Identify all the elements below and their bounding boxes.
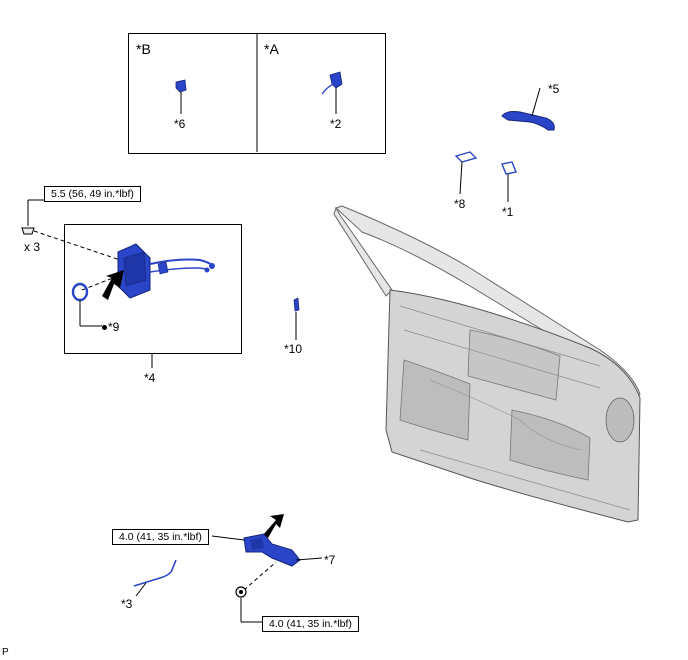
corner-code: P xyxy=(2,647,9,658)
torque-spec-top: 5.5 (56, 49 in.*lbf) xyxy=(44,186,141,202)
part-1 xyxy=(501,161,517,202)
callout-4: *4 xyxy=(144,371,156,385)
bolt xyxy=(235,586,262,623)
door-panel xyxy=(333,205,641,523)
black-arrow-icon xyxy=(102,270,124,300)
callout-9: *9 xyxy=(102,320,119,334)
callout-3: *3 xyxy=(121,597,133,611)
black-arrow-icon xyxy=(264,514,284,538)
callout-8: *8 xyxy=(454,197,466,211)
lock-detail-box xyxy=(64,224,242,354)
inset-label-a: *A xyxy=(264,41,279,57)
callout-7: *7 xyxy=(324,553,336,567)
filled-circle-icon xyxy=(102,325,107,331)
callout-2: *2 xyxy=(330,117,342,131)
bracket-7 xyxy=(211,514,323,591)
callout-6: *6 xyxy=(174,117,186,131)
part-5-outer-handle xyxy=(501,87,555,131)
torque-spec-bracket: 4.0 (41, 35 in.*lbf) xyxy=(112,529,209,545)
callout-10: *10 xyxy=(284,342,303,356)
part-3-rod xyxy=(133,559,177,597)
inset-label-b: *B xyxy=(136,41,151,57)
torque-spec-bolt: 4.0 (41, 35 in.*lbf) xyxy=(262,616,359,632)
lock-assembly xyxy=(71,243,215,327)
part-10 xyxy=(293,297,300,340)
part-2 xyxy=(321,71,343,114)
callout-5: *5 xyxy=(548,82,560,96)
screw-x3 xyxy=(21,199,127,263)
part-8 xyxy=(454,151,478,195)
part-6 xyxy=(175,79,187,114)
quantity-label: x 3 xyxy=(24,240,41,254)
callout-1: *1 xyxy=(502,205,514,219)
variant-inset-box xyxy=(128,33,386,154)
